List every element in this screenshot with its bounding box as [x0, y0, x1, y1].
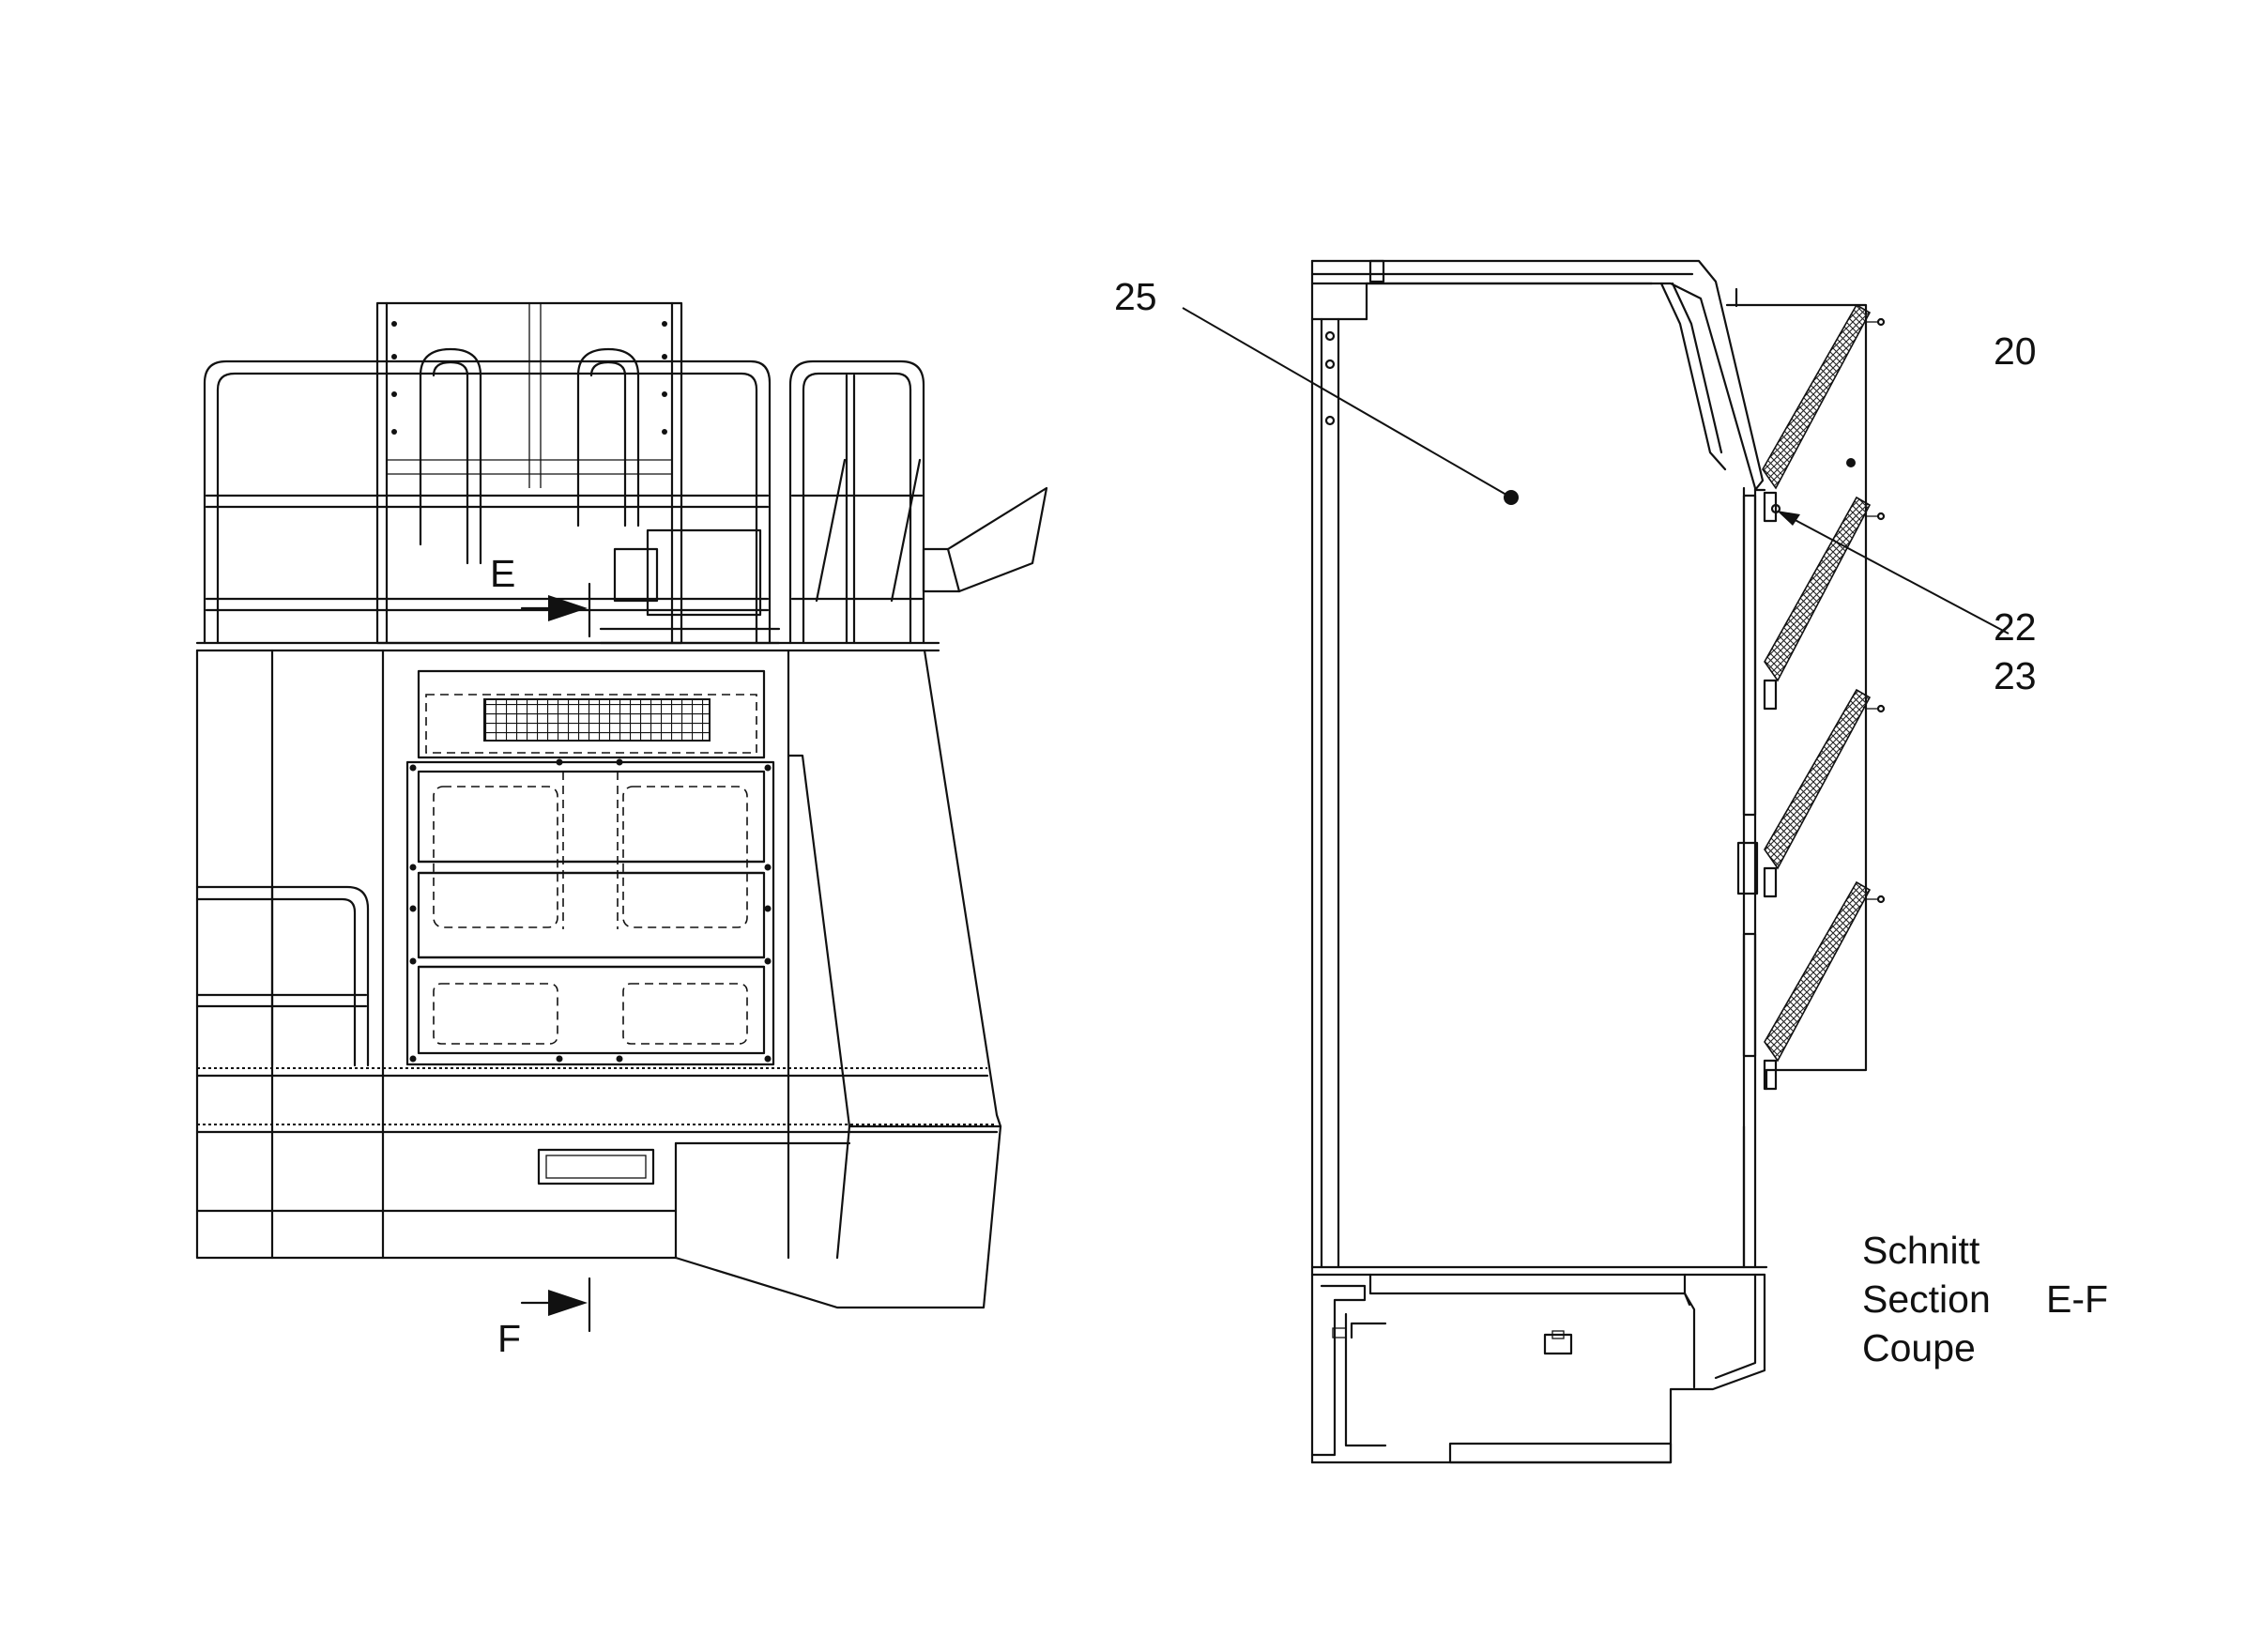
- section-title-line1: Schnitt: [1862, 1229, 1980, 1272]
- louver-2: [1764, 496, 1872, 682]
- left-view-housing: [195, 301, 1048, 1309]
- right-view-cabinet: [1310, 259, 1886, 1464]
- louver-1: [1762, 303, 1872, 490]
- section-marker-f: F: [497, 1277, 591, 1360]
- section-label-f: F: [497, 1317, 521, 1360]
- part-number-25: 25: [1114, 275, 1157, 318]
- left-view-filter-panel: [405, 669, 775, 1066]
- part-number-23: 23: [1994, 654, 2037, 697]
- grille-panel: [483, 698, 711, 742]
- section-title-line3: Coupe: [1862, 1326, 1976, 1369]
- section-title-ref: E-F: [2046, 1277, 2108, 1321]
- section-title-line2: Section: [1862, 1277, 1991, 1321]
- rivets: [391, 321, 667, 435]
- louver-3: [1764, 688, 1872, 870]
- part-number-20: 20: [1994, 329, 2037, 373]
- section-title: Schnitt Section E-F Coupe: [1862, 1229, 2108, 1369]
- part-callouts: 25 20 22 23: [1114, 275, 2037, 697]
- part-number-22: 22: [1994, 605, 2037, 649]
- section-marker-e: E: [490, 552, 591, 638]
- louver-4: [1764, 880, 1872, 1063]
- section-label-e: E: [490, 552, 515, 595]
